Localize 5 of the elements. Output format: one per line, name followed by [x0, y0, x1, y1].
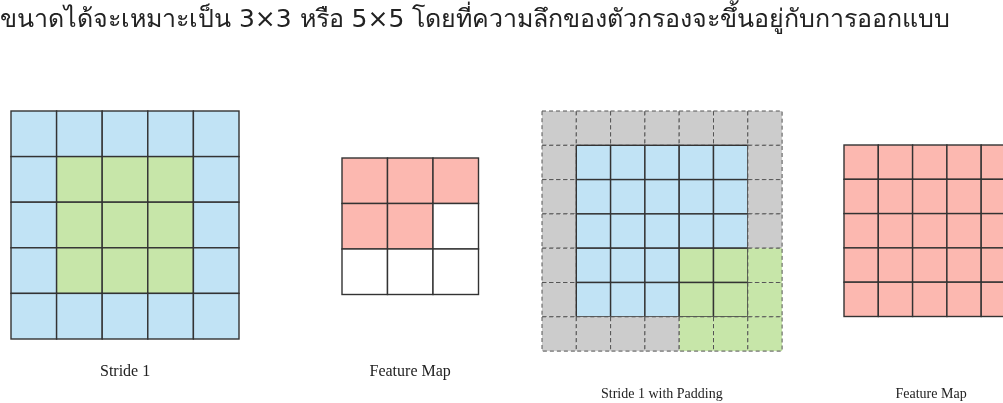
heading-text: ขนาดได้จะเหมาะเป็น 3×3 หรือ 5×5 โดยที่ความลึกของตัวกรองจะขึ้นอยู่กับการออกแบบ — [0, 0, 951, 38]
caption: Feature Map — [895, 386, 967, 402]
caption: Feature Map — [369, 362, 451, 380]
caption: Stride 1 — [100, 362, 151, 380]
caption: Stride 1 with Padding — [601, 386, 723, 402]
